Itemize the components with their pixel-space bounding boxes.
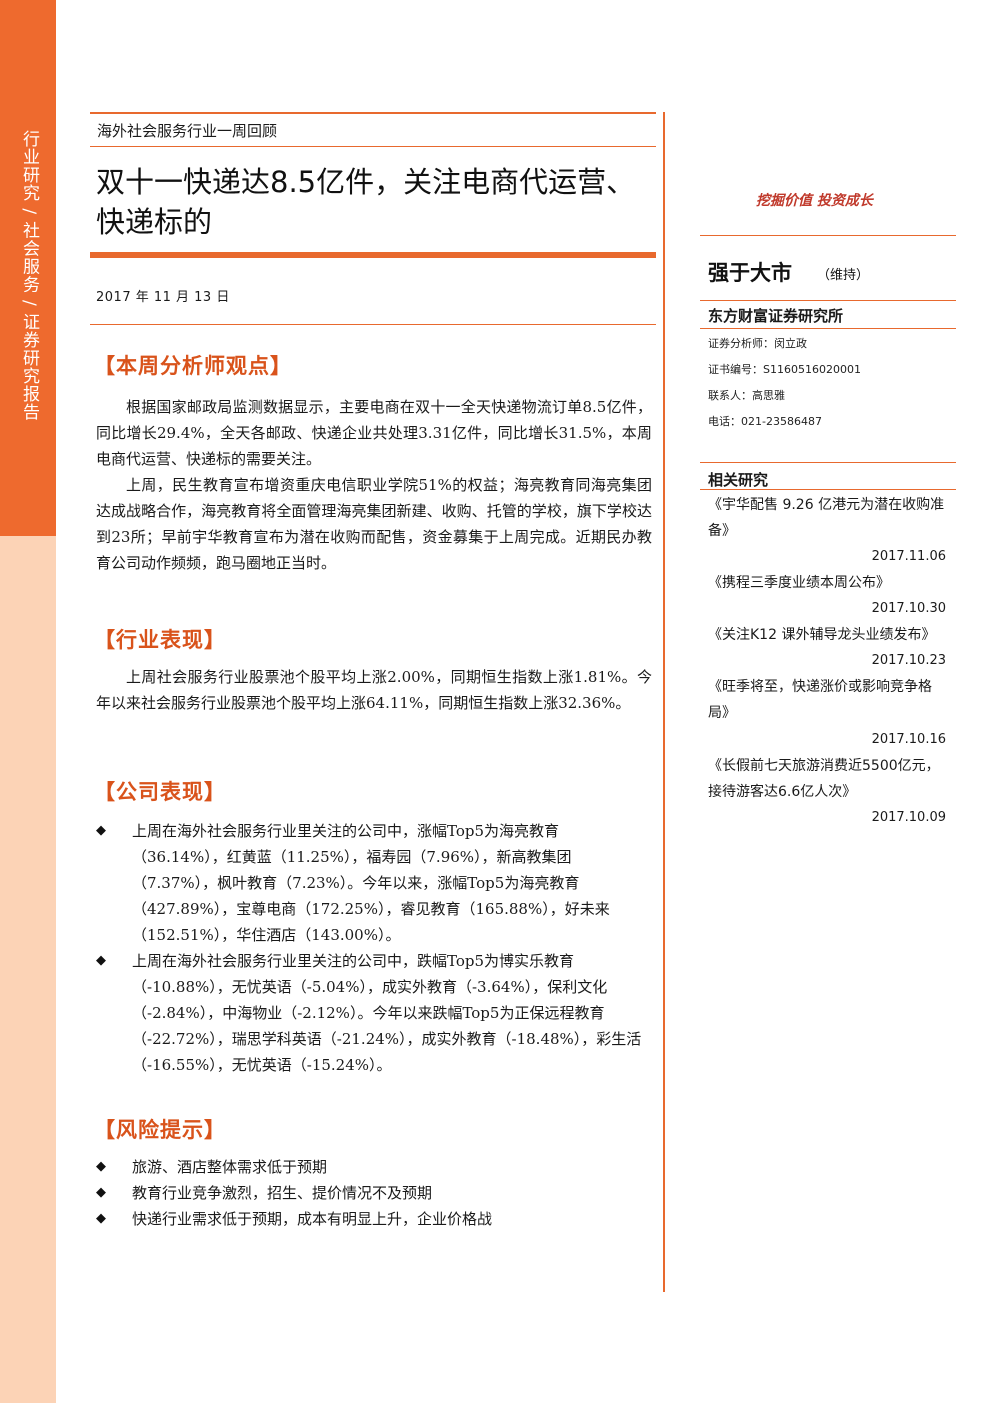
related-date-4: 2017.10.16 <box>871 732 946 747</box>
viewpoint-paragraph-1: 根据国家邮政局监测数据显示，主要电商在双十一全天快递物流订单8.5亿件，同比增长… <box>96 398 652 468</box>
related-date-5: 2017.10.09 <box>871 810 946 825</box>
industry-paragraph-1: 上周社会服务行业股票池个股平均上涨2.00%，同期恒生指数上涨1.81%。今年以… <box>96 668 652 712</box>
related-link-4[interactable]: 《旺季将至，快递涨价或影响竞争格局》 <box>708 679 932 721</box>
title-thick-rule <box>90 252 656 258</box>
risk-bullet-list: ◆ 旅游、酒店整体需求低于预期 ◆ 教育行业竞争激烈，招生、提价情况不及预期 ◆… <box>96 1154 652 1232</box>
related-date-3: 2017.10.23 <box>871 653 946 668</box>
diamond-bullet-icon: ◆ <box>96 1159 106 1174</box>
list-item: ◆ 上周在海外社会服务行业里关注的公司中，涨幅Top5为海亮教育（36.14%）… <box>96 818 652 948</box>
contact-phone: 电话：021-23586487 <box>708 415 822 428</box>
risk-bullet-2: 教育行业竞争激烈，招生、提价情况不及预期 <box>132 1184 433 1202</box>
diamond-bullet-icon: ◆ <box>96 1185 106 1200</box>
diamond-bullet-icon: ◆ <box>96 823 106 838</box>
rating-value: 强于大市 <box>708 261 792 285</box>
right-rule-1 <box>700 235 956 236</box>
viewpoint-body: 根据国家邮政局监测数据显示，主要电商在双十一全天快递物流订单8.5亿件，同比增长… <box>96 394 652 576</box>
company-bullet-2: 上周在海外社会服务行业里关注的公司中，跌幅Top5为博实乐教育（-10.88%）… <box>132 952 642 1074</box>
list-item: ◆ 旅游、酒店整体需求低于预期 <box>96 1154 652 1180</box>
brand-motto: 挖掘价值 投资成长 <box>756 193 873 209</box>
sidebar-band-bottom <box>0 536 56 1403</box>
right-rule-4 <box>700 462 956 463</box>
analyst-name: 证券分析师：闵立政 <box>708 337 807 350</box>
rating-note: （维持） <box>817 268 870 283</box>
right-rule-3 <box>700 328 956 329</box>
page-title: 双十一快递达8.5亿件，关注电商代运营、快递标的 <box>96 165 636 239</box>
header-sub-rule <box>90 146 656 147</box>
related-research-heading: 相关研究 <box>708 471 769 489</box>
contact-person: 联系人：高思雅 <box>708 389 785 402</box>
related-link-2[interactable]: 《携程三季度业绩本周公布》 <box>708 575 890 591</box>
section-heading-viewpoint: 【本周分析师观点】 <box>94 353 292 378</box>
list-item: ◆ 上周在海外社会服务行业里关注的公司中，跌幅Top5为博实乐教育（-10.88… <box>96 948 652 1078</box>
industry-body: 上周社会服务行业股票池个股平均上涨2.00%，同期恒生指数上涨1.81%。今年以… <box>96 664 652 716</box>
column-divider <box>663 112 665 1292</box>
right-rule-5 <box>700 489 956 490</box>
risk-bullet-1: 旅游、酒店整体需求低于预期 <box>132 1158 328 1176</box>
related-link-1[interactable]: 《宇华配售 9.26 亿港元为潜在收购准备》 <box>708 497 945 539</box>
related-date-2: 2017.10.30 <box>871 601 946 616</box>
section-heading-industry: 【行业表现】 <box>94 627 226 652</box>
related-link-3[interactable]: 《关注K12 课外辅导龙头业绩发布》 <box>708 627 936 643</box>
viewpoint-paragraph-2: 上周，民生教育宣布增资重庆电信职业学院51%的权益；海亮教育同海亮集团达成战略合… <box>96 476 652 572</box>
institute-name: 东方财富证券研究所 <box>708 307 844 325</box>
related-link-5[interactable]: 《长假前七天旅游消费近5500亿元，接待游客达6.6亿人次》 <box>708 758 940 800</box>
right-rule-2 <box>700 300 956 301</box>
header-top-rule <box>90 112 656 114</box>
sidebar-band-top <box>0 0 56 536</box>
date-rule <box>90 324 656 325</box>
sidebar-vertical-text: 行业研究 / 社会服务 / 证券研究报告 <box>19 130 39 422</box>
company-bullet-1: 上周在海外社会服务行业里关注的公司中，涨幅Top5为海亮教育（36.14%），红… <box>132 822 610 944</box>
list-item: ◆ 教育行业竞争激烈，招生、提价情况不及预期 <box>96 1180 652 1206</box>
diamond-bullet-icon: ◆ <box>96 953 106 968</box>
section-heading-company: 【公司表现】 <box>94 779 226 804</box>
diamond-bullet-icon: ◆ <box>96 1211 106 1226</box>
report-series: 海外社会服务行业一周回顾 <box>97 122 278 140</box>
related-date-1: 2017.11.06 <box>871 549 946 564</box>
list-item: ◆ 快递行业需求低于预期，成本有明显上升，企业价格战 <box>96 1206 652 1232</box>
report-date: 2017 年 11 月 13 日 <box>96 290 230 305</box>
risk-bullet-3: 快递行业需求低于预期，成本有明显上升，企业价格战 <box>132 1210 493 1228</box>
company-bullet-list: ◆ 上周在海外社会服务行业里关注的公司中，涨幅Top5为海亮教育（36.14%）… <box>96 818 652 1078</box>
cert-number: 证书编号：S1160516020001 <box>708 363 861 376</box>
section-heading-risk: 【风险提示】 <box>94 1117 226 1142</box>
